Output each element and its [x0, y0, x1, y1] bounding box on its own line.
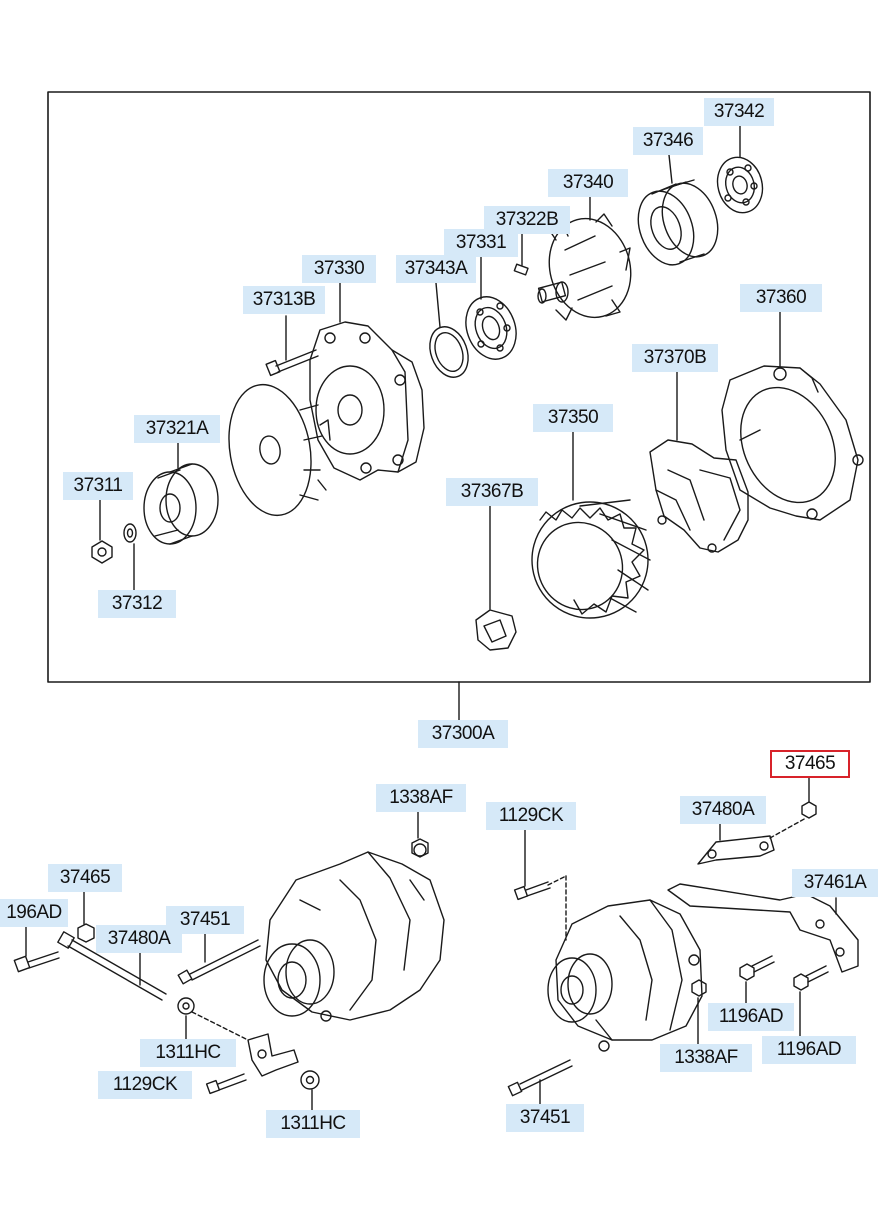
left-alternator-part [263, 843, 445, 1022]
rear-housing-37360-part [721, 365, 864, 521]
callout-1311HC-upper[interactable]: 1311HC [140, 1039, 236, 1067]
bolt-1129CK-left-part [205, 1073, 247, 1095]
washer-37312-part [123, 523, 137, 543]
callout-37343A[interactable]: 37343A [396, 255, 476, 283]
brush-37367B-part [475, 609, 517, 651]
callout-37360[interactable]: 37360 [740, 284, 822, 312]
callout-37330[interactable]: 37330 [302, 255, 376, 283]
callout-37331[interactable]: 37331 [444, 229, 518, 257]
bolt-1196AD-lower-part [793, 965, 829, 991]
callout-37300A[interactable]: 37300A [418, 720, 508, 748]
callout-1311HC-lower[interactable]: 1311HC [266, 1110, 360, 1138]
callout-1129CK-right[interactable]: 1129CK [486, 802, 576, 830]
callout-1196AD-upper[interactable]: 1196AD [708, 1003, 794, 1031]
callout-1196AD-lower[interactable]: 1196AD [762, 1036, 856, 1064]
nut-37311-part [91, 540, 113, 564]
washer-1311HC-upper-part [177, 997, 195, 1015]
callout-37312[interactable]: 37312 [98, 590, 176, 618]
callout-37340[interactable]: 37340 [548, 169, 628, 197]
callout-1338AF-right[interactable]: 1338AF [660, 1044, 752, 1072]
callout-37321A[interactable]: 37321A [134, 415, 220, 443]
fan-part [228, 383, 331, 517]
bracket-37480A-part [697, 817, 807, 865]
callout-37480A-left[interactable]: 37480A [96, 925, 182, 953]
callout-37311[interactable]: 37311 [63, 472, 133, 500]
callout-196AD[interactable]: 196AD [0, 899, 68, 927]
callout-1129CK-left[interactable]: 1129CK [98, 1071, 192, 1099]
callout-37465-highlighted[interactable]: 37465 [770, 750, 850, 778]
pulley-cover-37346-part [637, 179, 719, 266]
nut-37465-left-part [77, 923, 95, 943]
bolt-37313B-part [265, 349, 319, 377]
callout-1338AF-left[interactable]: 1338AF [376, 784, 466, 812]
callout-37367B[interactable]: 37367B [446, 478, 538, 506]
nut-1338AF-right-part [691, 979, 707, 997]
key-37322B-part [513, 263, 529, 276]
callout-37313B[interactable]: 37313B [243, 286, 325, 314]
stator-37350-part [531, 499, 651, 619]
callout-37370B[interactable]: 37370B [632, 344, 718, 372]
callout-37350[interactable]: 37350 [533, 404, 613, 432]
washer-1311HC-lower-part [300, 1070, 320, 1090]
bracket-37461A-part [667, 883, 859, 973]
bolt-1196AD-upper-part [739, 955, 775, 981]
callout-37451-bottom[interactable]: 37451 [506, 1104, 584, 1132]
bolt-1129CK-right-part [513, 881, 551, 901]
right-alternator-part [547, 899, 703, 1052]
bolt-196AD-part [13, 951, 60, 973]
front-housing-37330-part [309, 321, 425, 481]
bracket-left-part [191, 1011, 299, 1077]
callout-37342[interactable]: 37342 [704, 98, 774, 126]
bearing-37342-part [716, 156, 764, 214]
bolt-37451-bottom-part [507, 1059, 573, 1097]
bearing-37331-part [465, 296, 517, 360]
long-bolt-37480A-part [57, 931, 167, 1001]
callout-37346[interactable]: 37346 [633, 127, 703, 155]
nut-1338AF-left-part [411, 838, 429, 858]
callout-37480A-right[interactable]: 37480A [680, 796, 766, 824]
callout-37465-left[interactable]: 37465 [48, 864, 122, 892]
callout-37461A[interactable]: 37461A [792, 869, 878, 897]
pulley-37321A-part [143, 463, 219, 545]
bolt-37451-left-part [177, 939, 261, 985]
rectifier-37370B-part [649, 439, 749, 553]
nut-37465-top-part [801, 801, 817, 819]
